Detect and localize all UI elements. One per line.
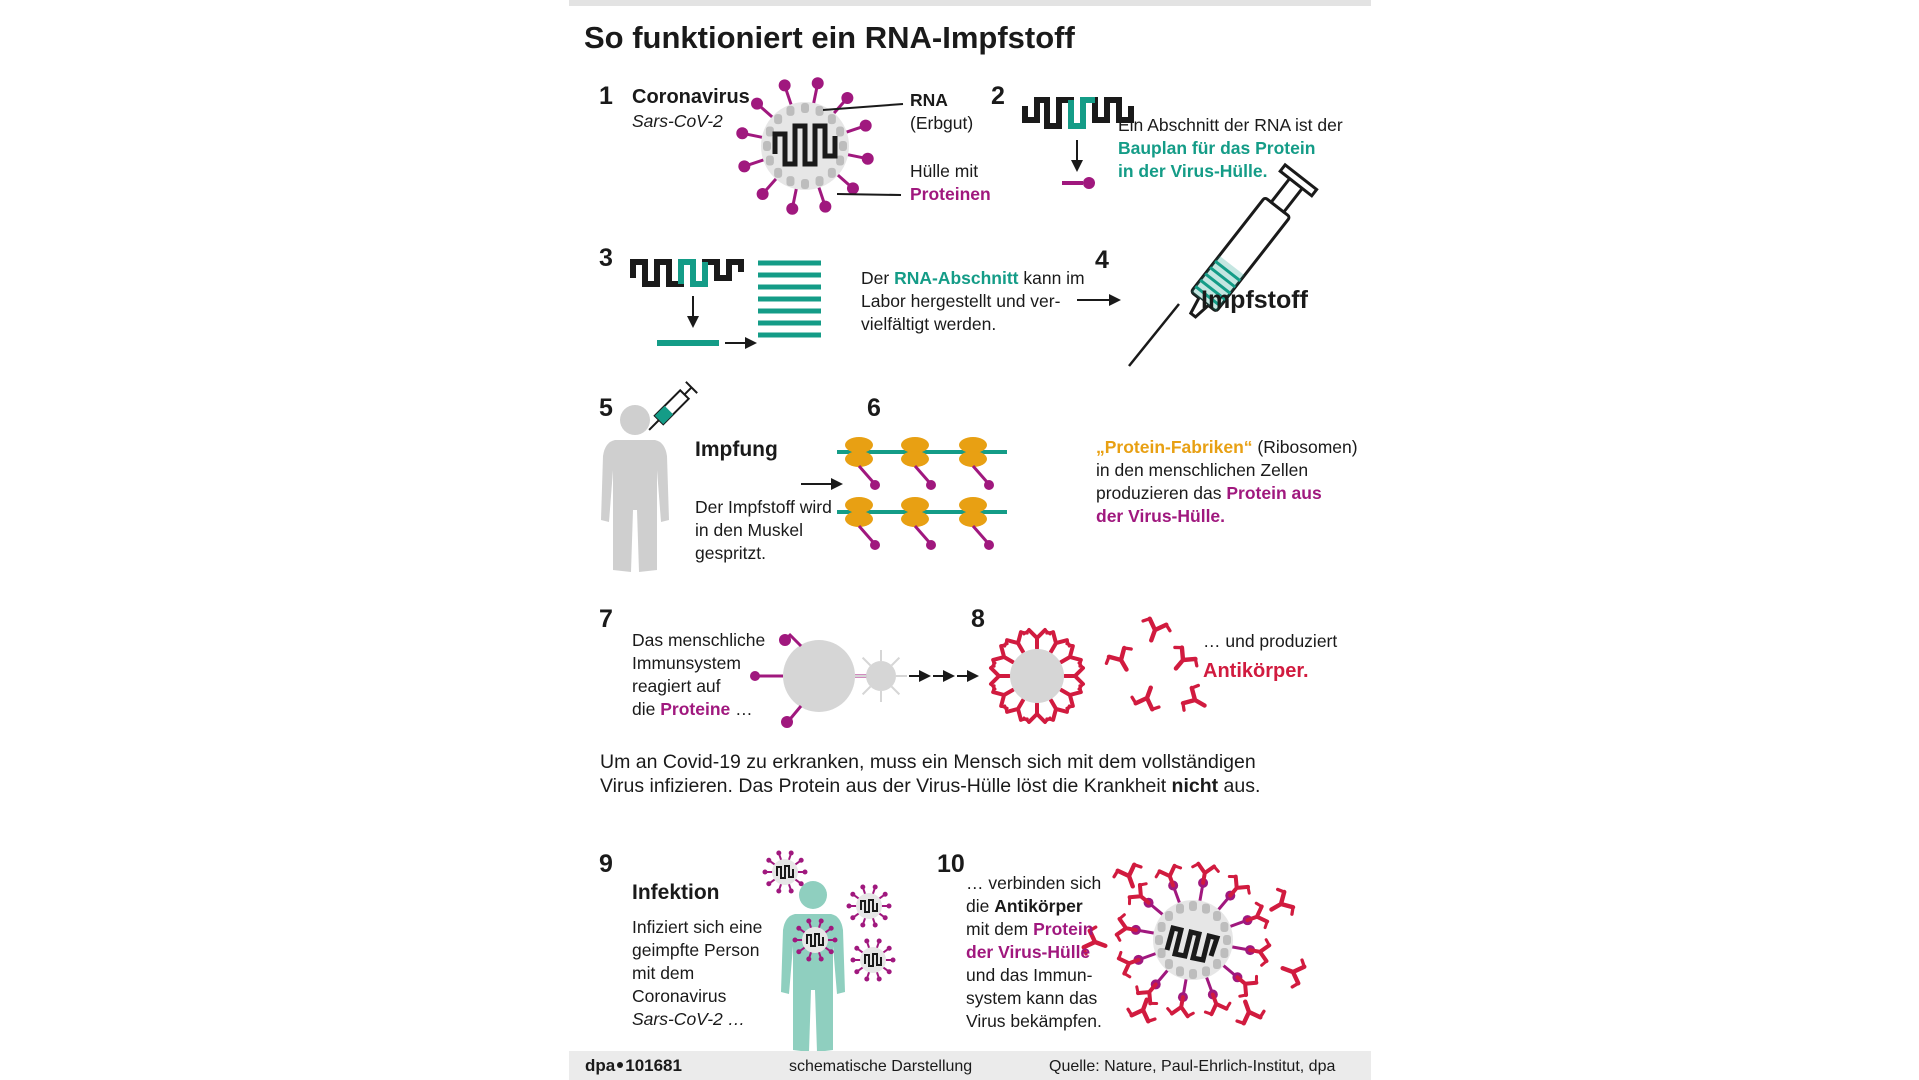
step-7-text-line-2: Immunsystem bbox=[632, 653, 741, 673]
step-8-number: 8 bbox=[971, 605, 985, 633]
step-10-text-line-2: die Antikörper bbox=[966, 896, 1083, 916]
step-9-text-line-1: Infiziert sich eine bbox=[632, 917, 763, 937]
step-2-number: 2 bbox=[991, 82, 1005, 110]
step-9-number: 9 bbox=[599, 850, 613, 878]
step-6-text-line-2: in den menschlichen Zellen bbox=[1096, 460, 1309, 480]
step-1-rna-sublabel: (Erbgut) bbox=[910, 113, 974, 133]
step-3-text-line-3: vielfältigt werden. bbox=[861, 314, 997, 334]
step-7-text-line-3: reagiert auf bbox=[632, 676, 721, 696]
rna-strand-icon bbox=[1022, 97, 1134, 129]
step-5-text-line-3: gespritzt. bbox=[695, 543, 766, 563]
step-1-shell-proteins: Proteinen bbox=[910, 184, 991, 204]
step-5-text-line-2: in den Muskel bbox=[695, 520, 803, 540]
immune-cell-icon bbox=[750, 632, 907, 728]
step-10-text-line-4: der Virus-Hülle bbox=[966, 942, 1091, 962]
ribosome-grid bbox=[837, 437, 1007, 550]
step-6-text-line-1: „Protein-Fabriken“ (Ribosomen) bbox=[1096, 437, 1358, 457]
step-3-text-line-1: Der RNA-Abschnitt kann im bbox=[861, 268, 1085, 288]
step-1-number: 1 bbox=[599, 82, 613, 110]
infected-person-icon bbox=[781, 881, 845, 1052]
step-4-label: Impfstoff bbox=[1201, 286, 1308, 314]
step-7-text-line-4: die Proteine … bbox=[632, 699, 753, 719]
step-9-text-line-4: Coronavirus bbox=[632, 986, 727, 1006]
footer-source: Quelle: Nature, Paul-Ehrlich-Institut, d… bbox=[1049, 1058, 1336, 1075]
step-1-shell-label: Hülle mit bbox=[910, 161, 979, 181]
step-8-text: … und produziert bbox=[1203, 631, 1338, 651]
virus-icon bbox=[762, 850, 896, 982]
footer-bar bbox=[569, 1051, 1371, 1080]
step-8-highlight: Antikörper. bbox=[1203, 660, 1309, 682]
step-9-heading: Infektion bbox=[632, 881, 720, 904]
note-line-1: Um an Covid-19 zu erkranken, muss ein Me… bbox=[600, 751, 1256, 773]
person-icon bbox=[601, 381, 698, 572]
rna-strand-icon bbox=[630, 259, 744, 287]
footer-note: schematische Darstellung bbox=[789, 1058, 973, 1075]
step-9-text-line-5: Sars-CoV-2 … bbox=[632, 1009, 746, 1029]
step-9-text-line-2: geimpfte Person bbox=[632, 940, 760, 960]
step-2-text: Ein Abschnitt der RNA ist der bbox=[1118, 115, 1343, 135]
step-2-highlight-1: Bauplan für das Protein bbox=[1118, 138, 1316, 158]
b-cell-icon bbox=[989, 628, 1085, 724]
neutralized-virus-icon bbox=[1114, 861, 1272, 1019]
infographic: So funktioniert ein RNA-Impfstoff 1 Coro… bbox=[569, 0, 1371, 1080]
step-6-text-line-4: der Virus-Hülle. bbox=[1096, 506, 1226, 526]
step-5-heading: Impfung bbox=[695, 438, 778, 461]
step-1-virus-name: Coronavirus bbox=[632, 86, 750, 108]
rna-copies bbox=[758, 260, 821, 338]
step-3-text-line-2: Labor hergestellt und ver- bbox=[861, 291, 1061, 311]
infographic-artwork bbox=[601, 77, 1319, 1052]
antibody-icon bbox=[1104, 616, 1207, 712]
step-10-text-line-3: mit dem Protein bbox=[966, 919, 1094, 939]
step-9-text-line-3: mit dem bbox=[632, 963, 695, 983]
step-10-number: 10 bbox=[937, 850, 965, 878]
step-1-rna-label: RNA bbox=[910, 90, 948, 110]
page-title: So funktioniert ein RNA-Impfstoff bbox=[584, 20, 1075, 55]
step-1-virus-species: Sars-CoV-2 bbox=[632, 111, 723, 131]
step-6-number: 6 bbox=[867, 394, 881, 422]
step-2-highlight-2: in der Virus-Hülle. bbox=[1118, 161, 1268, 181]
step-5-number: 5 bbox=[599, 394, 613, 422]
note-line-2: Virus infizieren. Das Protein aus der Vi… bbox=[600, 775, 1261, 797]
syringe-icon bbox=[1128, 162, 1319, 367]
step-10-text-line-6: system kann das bbox=[966, 988, 1098, 1008]
step-7-text-line-1: Das menschliche bbox=[632, 630, 766, 650]
step-4-number: 4 bbox=[1095, 246, 1109, 274]
top-border bbox=[569, 0, 1371, 6]
virus-icon bbox=[736, 77, 874, 215]
step-3-number: 3 bbox=[599, 244, 613, 272]
step-5-text-line-1: Der Impfstoff wird bbox=[695, 497, 832, 517]
arrow-icon bbox=[909, 670, 979, 682]
step-10-text-line-7: Virus bekämpfen. bbox=[966, 1011, 1102, 1031]
step-7-number: 7 bbox=[599, 605, 613, 633]
step-10-text-line-1: … verbinden sich bbox=[966, 873, 1102, 893]
step-10-text-line-5: und das Immun- bbox=[966, 965, 1093, 985]
step-6-text-line-3: produzieren das Protein aus bbox=[1096, 483, 1322, 503]
